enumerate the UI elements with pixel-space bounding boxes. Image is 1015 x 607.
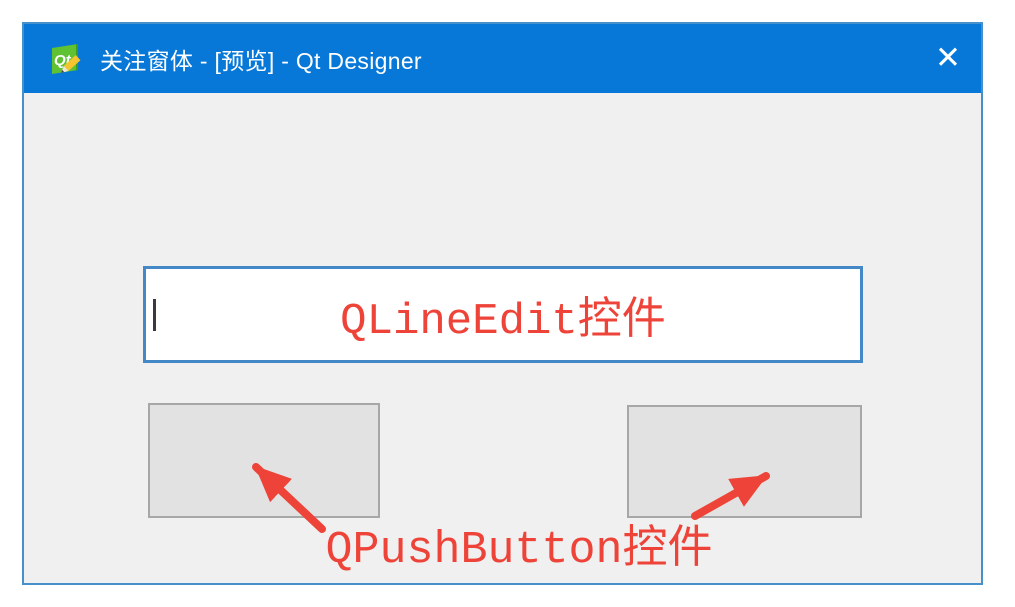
qt-preview-window: Qt 关注窗体 - [预览] - Qt Designer ✕ QLineEdit… — [22, 22, 983, 585]
qlineedit-input[interactable]: QLineEdit控件 — [143, 266, 863, 363]
qt-designer-app-icon: Qt — [48, 40, 86, 78]
window-title: 关注窗体 - [预览] - Qt Designer — [100, 47, 422, 74]
text-cursor — [153, 298, 156, 331]
titlebar[interactable]: Qt 关注窗体 - [预览] - Qt Designer ✕ — [24, 24, 981, 93]
qlineedit-annotation-label: QLineEdit控件 — [340, 297, 666, 347]
qpushbutton-left[interactable] — [148, 403, 380, 518]
qpushbutton-annotation-label: QPushButton控件 — [325, 525, 713, 576]
qpushbutton-right[interactable] — [627, 405, 862, 518]
close-icon[interactable]: ✕ — [915, 24, 981, 93]
